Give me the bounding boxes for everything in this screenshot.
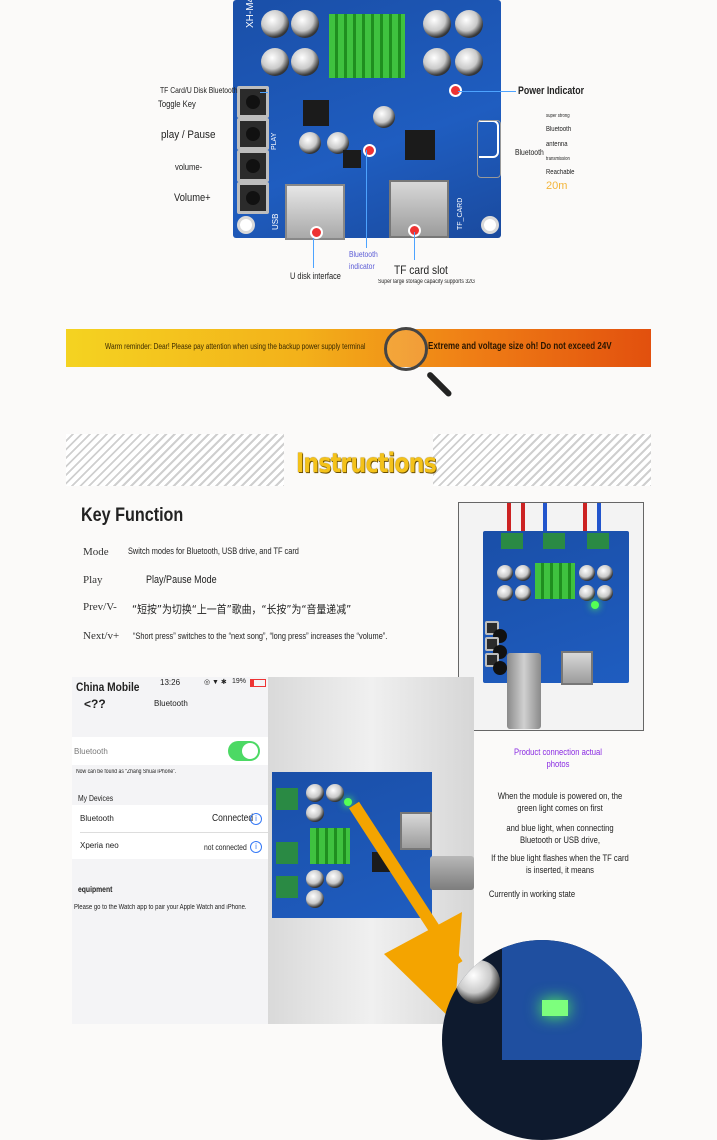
key-mode-desc: Switch modes for Bluetooth, USB drive, a… xyxy=(128,546,299,556)
usb-drive-photo xyxy=(507,653,541,729)
info-icon[interactable]: i xyxy=(250,841,262,853)
key-prev-desc: “短按”为切换“上一首”歌曲，“长按”为“音量递减” xyxy=(132,603,352,616)
play-silk-label: PLAY xyxy=(271,132,278,150)
phone-bluetooth-screen: China Mobile 13:26 ◎ ▼ ✱ 19% <?? Bluetoo… xyxy=(72,677,268,1024)
key-prev-label: Prev/V- xyxy=(83,601,117,613)
tf-capacity-label: Super large storage capacity supports 32… xyxy=(378,279,475,285)
photo-caption-2: photos xyxy=(546,759,570,769)
power-indicator-label: Power Indicator xyxy=(518,85,585,97)
device-row-xperia[interactable]: Xperia neo not connected i xyxy=(72,833,268,859)
key-next-label: Next/v+ xyxy=(83,630,120,642)
carrier-label: China Mobile xyxy=(76,680,140,694)
watch-hint: Please go to the Watch app to pair your … xyxy=(74,904,247,911)
photo-caption-1: Product connection actual xyxy=(513,747,603,757)
key-play-desc: Play/Pause Mode xyxy=(146,574,217,586)
bluetooth-toggle[interactable] xyxy=(228,741,260,761)
nav-title: Bluetooth xyxy=(154,699,188,708)
hatch-left xyxy=(66,434,284,486)
battery-text: 19% xyxy=(232,678,247,685)
bt-antenna-text: antenna xyxy=(546,141,568,148)
arrow-head-icon xyxy=(384,912,462,1022)
heatsink xyxy=(329,14,405,78)
my-devices-header: My Devices xyxy=(78,794,114,803)
note-3: If the blue light flashes when the TF ca… xyxy=(491,853,629,875)
usb-silk-label: USB xyxy=(271,213,280,230)
bt-distance-text: 20m xyxy=(546,180,568,192)
warning-banner: Warm reminder: Dear! Please pay attentio… xyxy=(66,329,651,367)
bt-antenna-label: Bluetooth xyxy=(515,148,544,157)
bt-bluetooth-text: Bluetooth xyxy=(546,126,572,133)
back-button[interactable]: <?? xyxy=(84,697,106,711)
volume-plus-label: Volume+ xyxy=(174,192,211,204)
discoverable-text: Now can be found as “Zhang Shuai iPhone”… xyxy=(76,769,177,775)
warning-text-right: Extreme and voltage size oh! Do not exce… xyxy=(428,341,612,352)
zoom-led-photo xyxy=(442,940,642,1140)
device-status: not connected xyxy=(204,843,247,852)
bluetooth-toggle-row: Bluetooth xyxy=(72,737,268,765)
usb-plug-photo xyxy=(430,856,474,890)
device-row-bluetooth[interactable]: Bluetooth Connected i xyxy=(72,805,268,832)
note-2: and blue light, when connecting Bluetoot… xyxy=(506,823,614,845)
device-status: Connected xyxy=(212,813,254,824)
equipment-header: equipment xyxy=(78,885,113,894)
product-board-photo xyxy=(483,531,629,685)
tf-silk-label: TF_CARD xyxy=(457,197,464,230)
bt-reachable-text: Reachable xyxy=(546,169,575,176)
device-name: Bluetooth xyxy=(80,814,114,823)
hatch-right xyxy=(433,434,651,486)
next-button xyxy=(237,182,269,214)
prev-button xyxy=(237,150,269,182)
toggle-key-label-line2: Toggle Key xyxy=(158,99,196,109)
bluetooth-toggle-label: Bluetooth xyxy=(74,747,108,756)
green-led xyxy=(591,601,599,609)
play-button xyxy=(237,118,269,150)
toggle-key-label-line1: TF Card/U Disk Bluetooth xyxy=(160,86,238,95)
bluetooth-antenna-bracket xyxy=(477,120,501,178)
key-play-label: Play xyxy=(83,574,103,586)
bt-indicator-label-1: Bluetooth xyxy=(349,250,378,259)
device-list: Bluetooth Connected i Xperia neo not con… xyxy=(72,805,268,859)
play-pause-label: play / Pause xyxy=(161,129,216,141)
battery-icon xyxy=(250,679,266,687)
status-time: 13:26 xyxy=(160,678,181,687)
bluetooth-antenna-trace xyxy=(479,120,499,158)
u-disk-interface-label: U disk interface xyxy=(290,271,341,281)
warning-text-left: Warm reminder: Dear! Please pay attentio… xyxy=(105,342,366,351)
status-icons: ◎ ▼ ✱ xyxy=(204,679,227,686)
instructions-title: Instructions xyxy=(296,448,437,479)
tf-card-slot-label: TF card slot xyxy=(394,263,448,277)
bt-super-strong: super strong xyxy=(546,113,570,119)
amplifier-board-photo: XH-M422 USB PLAY TF_CARD xyxy=(233,0,501,240)
magnifier-icon xyxy=(384,327,428,371)
volume-minus-label: volume- xyxy=(175,162,203,172)
product-photo-frame xyxy=(458,502,644,731)
bt-transmission-text: transmission xyxy=(546,156,570,162)
key-function-title: Key Function xyxy=(81,505,184,526)
key-next-desc: “Short press” switches to the “next song… xyxy=(133,631,388,641)
note-4: Currently in working state xyxy=(488,889,576,899)
note-1: When the module is powered on, the green… xyxy=(497,791,623,813)
mode-button xyxy=(237,86,269,118)
bt-indicator-label-2: indicator xyxy=(349,262,375,271)
key-mode-label: Mode xyxy=(83,546,109,558)
device-name: Xperia neo xyxy=(80,841,119,850)
board-model-text: XH-M422 xyxy=(245,0,256,28)
info-icon[interactable]: i xyxy=(250,813,262,825)
